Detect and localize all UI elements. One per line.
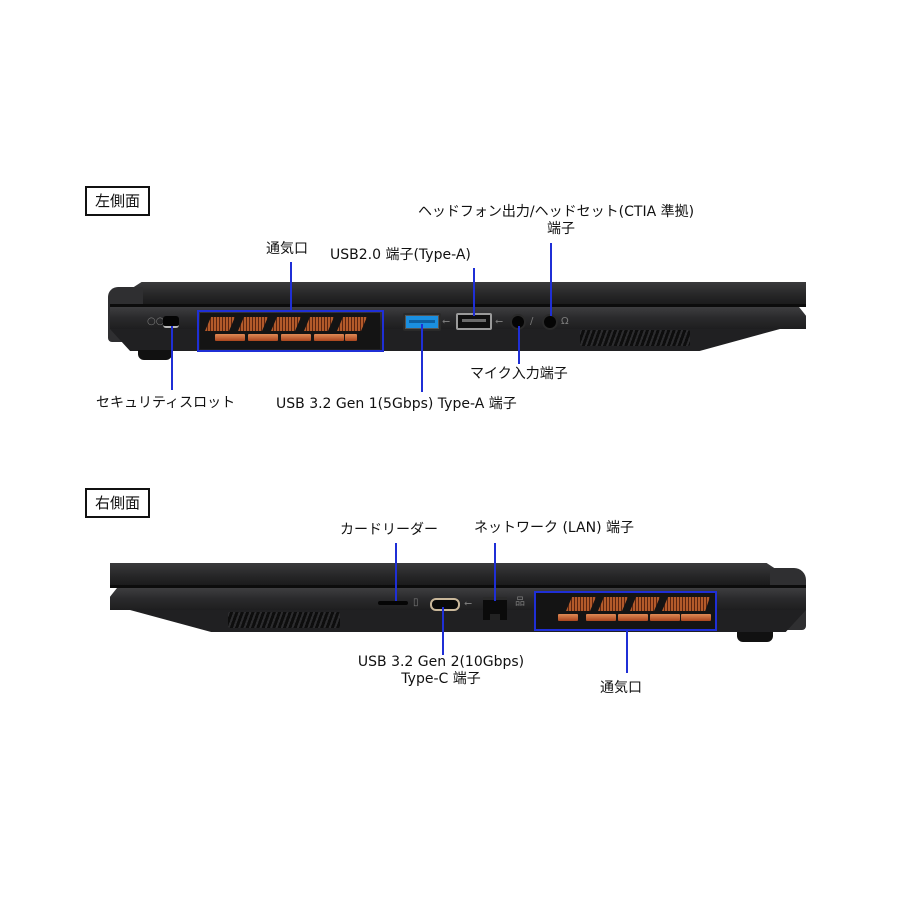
usb-icon: ⭠ xyxy=(495,316,503,327)
label-headphone: ヘッドフォン出力/ヘッドセット(CTIA 準拠) 端子 xyxy=(390,204,722,238)
vent-fin xyxy=(304,317,334,331)
vent-fin-low xyxy=(281,334,311,341)
usb-icon: ⭠ xyxy=(442,316,450,327)
left-vent xyxy=(200,313,380,349)
label-lan: ネットワーク (LAN) 端子 xyxy=(474,520,634,536)
label-usbc: USB 3.2 Gen 2(10Gbps) Type-C 端子 xyxy=(330,654,552,688)
usb-icon: ⭠ xyxy=(464,598,472,609)
right-vent xyxy=(536,593,716,629)
headphone-jack[interactable] xyxy=(544,316,556,328)
label-headphone-line2: 端子 xyxy=(547,221,575,237)
callout-line-usb2 xyxy=(473,268,475,316)
callout-line-mic xyxy=(518,326,520,364)
microphone-icon: / xyxy=(530,316,534,327)
lid xyxy=(110,563,780,585)
vent-fin-low xyxy=(681,614,711,621)
callout-line-usb3 xyxy=(421,324,423,392)
mic-jack[interactable] xyxy=(512,316,524,328)
callout-line-security xyxy=(171,326,173,390)
label-mic: マイク入力端子 xyxy=(470,366,568,382)
speaker-grille xyxy=(580,330,690,346)
vent-fin-low xyxy=(345,334,357,341)
vent-fin-low xyxy=(558,614,578,621)
label-card-reader: カードリーダー xyxy=(340,522,438,538)
vent-fin xyxy=(686,597,710,611)
foot xyxy=(737,632,773,642)
vent-fin xyxy=(630,597,660,611)
label-usb3: USB 3.2 Gen 1(5Gbps) Type-A 端子 xyxy=(276,396,517,412)
vent-fin-low xyxy=(650,614,680,621)
vent-fin-low xyxy=(618,614,648,621)
vent-fin-low xyxy=(248,334,278,341)
callout-line-card-reader xyxy=(395,543,397,601)
label-right-vent: 通気口 xyxy=(600,680,642,696)
vent-fin xyxy=(238,317,268,331)
label-usbc-line1: USB 3.2 Gen 2(10Gbps) xyxy=(357,654,525,670)
lid xyxy=(128,282,806,304)
network-icon: 品 xyxy=(515,597,525,608)
left-side-tag: 左側面 xyxy=(85,186,151,216)
vent-fin-low xyxy=(314,334,344,341)
vent-fin xyxy=(337,317,367,331)
seam xyxy=(110,304,806,307)
label-usb2: USB2.0 端子(Type-A) xyxy=(330,247,471,263)
card-reader-slot[interactable] xyxy=(378,601,408,605)
callout-line-headphone xyxy=(550,243,552,316)
callout-line-usbc xyxy=(442,607,444,655)
usb-type-c-port[interactable] xyxy=(430,598,460,611)
label-headphone-line1: ヘッドフォン出力/ヘッドセット(CTIA 準拠) xyxy=(417,204,695,220)
lock-icon: ○○ xyxy=(147,316,165,327)
vent-fin xyxy=(598,597,628,611)
left-vent-callout xyxy=(197,310,384,352)
vent-fin xyxy=(271,317,301,331)
vent-fin-low xyxy=(215,334,245,341)
vent-fin-low xyxy=(586,614,616,621)
vent-fin xyxy=(566,597,596,611)
vent-fin xyxy=(205,317,235,331)
speaker-grille xyxy=(228,612,340,628)
foot xyxy=(138,350,172,360)
callout-line-lan xyxy=(494,543,496,601)
callout-line-left-vent xyxy=(290,262,292,310)
seam xyxy=(110,585,806,588)
right-vent-callout xyxy=(534,591,717,631)
label-security: セキュリティスロット xyxy=(96,395,236,411)
callout-line-right-vent xyxy=(626,631,628,673)
right-side-tag: 右側面 xyxy=(85,488,151,518)
vent-fin xyxy=(662,597,692,611)
headphone-icon: Ω xyxy=(561,316,569,327)
sd-card-icon: ▯ xyxy=(413,597,419,608)
label-left-vent: 通気口 xyxy=(266,241,308,257)
label-usbc-line2: Type-C 端子 xyxy=(401,671,481,687)
